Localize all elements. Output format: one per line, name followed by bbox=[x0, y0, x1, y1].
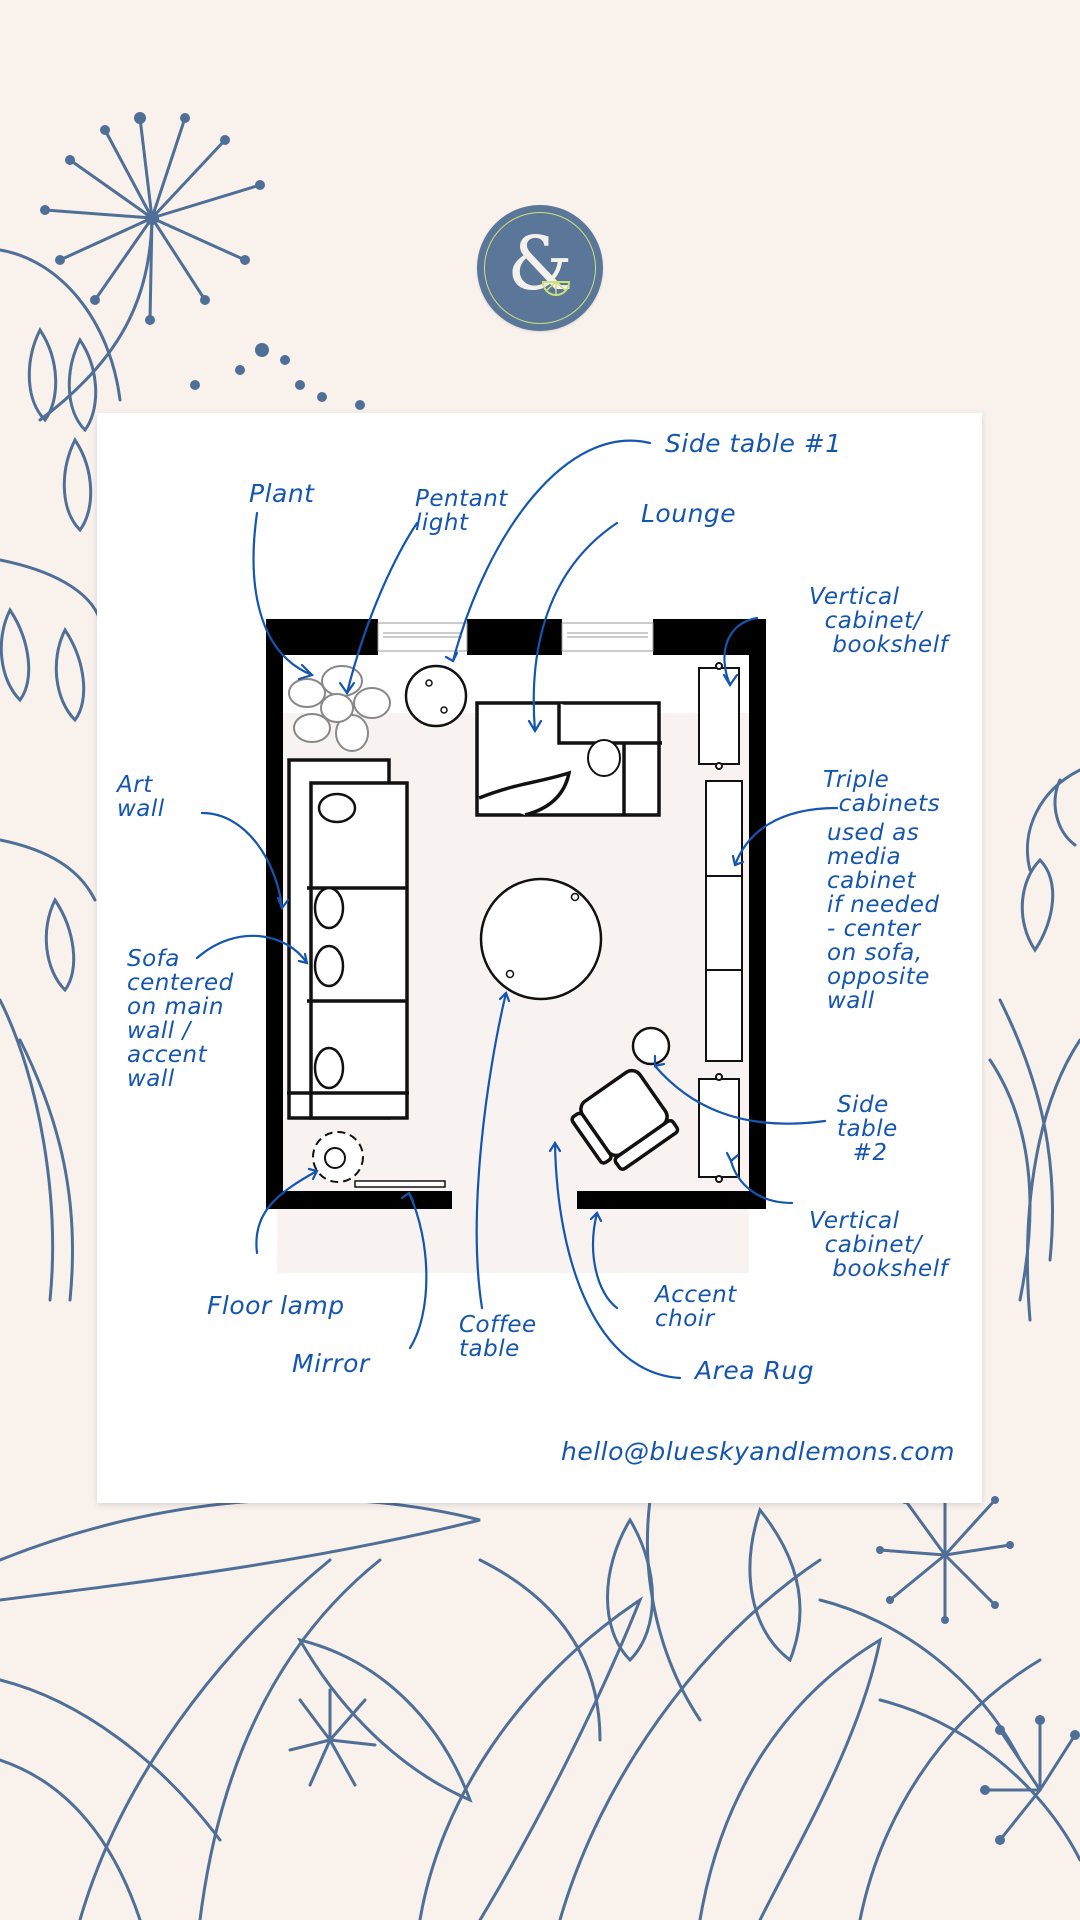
label-triple-cabinets: Triple cabinets bbox=[823, 767, 941, 817]
label-lounge: Lounge bbox=[641, 499, 737, 528]
side-table-2 bbox=[631, 1026, 671, 1066]
label-side-table-2: Side table #2 bbox=[837, 1092, 898, 1166]
lemon-slice-icon bbox=[541, 281, 571, 296]
label-plant: Plant bbox=[249, 479, 315, 508]
dandelion-icon bbox=[288, 1688, 377, 1787]
label-accent-chair: Accent choir bbox=[655, 1282, 737, 1332]
label-sofa: Sofa centered on main wall / accent wall bbox=[127, 946, 234, 1092]
ampersand-icon: & bbox=[507, 221, 573, 307]
annotation-arrows bbox=[195, 439, 839, 1380]
cabinets bbox=[698, 662, 743, 1183]
label-triple-cabinets-note: used as media cabinet if needed - center… bbox=[827, 820, 940, 1014]
label-vertical-cabinet-bottom: Vertical cabinet/ bookshelf bbox=[809, 1208, 949, 1282]
brand-logo: & bbox=[477, 205, 603, 331]
label-side-table-1: Side table #1 bbox=[665, 429, 842, 458]
label-art-wall: Art wall bbox=[117, 772, 165, 822]
dandelion-icon bbox=[38, 116, 262, 422]
floor-plan-card: Side table #1 Plant Pentant light Lounge… bbox=[97, 413, 982, 1503]
mirror bbox=[354, 1180, 446, 1188]
floor-plan-drawing bbox=[195, 439, 839, 1380]
label-area-rug: Area Rug bbox=[695, 1356, 815, 1385]
windows bbox=[377, 622, 654, 652]
sofa bbox=[287, 758, 409, 1120]
dandelion-icon bbox=[983, 1718, 1077, 1842]
accent-chair bbox=[570, 1068, 680, 1171]
logo-ring bbox=[484, 212, 596, 324]
lounge bbox=[475, 701, 662, 817]
label-coffee-table: Coffee table bbox=[459, 1312, 537, 1362]
label-vertical-cabinet-top: Vertical cabinet/ bookshelf bbox=[809, 584, 949, 658]
label-floor-lamp: Floor lamp bbox=[207, 1291, 345, 1320]
label-mirror: Mirror bbox=[292, 1349, 370, 1378]
coffee-table bbox=[479, 877, 603, 1001]
label-pendant-light: Pentant light bbox=[415, 486, 508, 536]
side-table-1 bbox=[404, 664, 468, 728]
floor-lamp bbox=[312, 1131, 364, 1183]
arrow-heads bbox=[276, 651, 745, 1223]
contact-email: hello@blueskyandlemons.com bbox=[561, 1437, 955, 1466]
dandelion-icon bbox=[878, 1488, 1012, 1622]
